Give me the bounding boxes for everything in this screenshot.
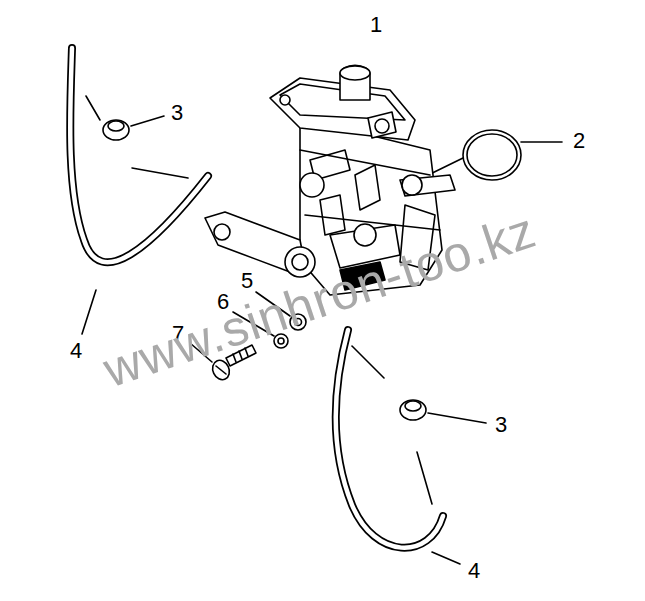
hose-inner: [336, 330, 443, 548]
callout-number: 4: [70, 340, 82, 362]
grommet: [400, 400, 426, 420]
leader-line: [432, 552, 460, 564]
assembly-line: [132, 168, 188, 178]
leader-line: [521, 141, 562, 143]
callout-number: 3: [495, 414, 507, 436]
assembly-line: [86, 96, 100, 120]
assembly-line: [352, 346, 384, 378]
o-ring: [463, 130, 521, 180]
leader-line: [428, 413, 486, 423]
leader-line: [131, 116, 164, 126]
assembly-line: [417, 452, 432, 504]
callout-number: 3: [171, 102, 183, 124]
hose-inner: [70, 48, 208, 262]
callout-number: 1: [370, 14, 382, 36]
callout-number: 4: [468, 560, 480, 582]
callout-number: 2: [573, 130, 585, 152]
leader-line: [82, 290, 96, 334]
hose: [336, 330, 443, 548]
grommet: [103, 120, 129, 140]
callout-number: 5: [241, 270, 253, 292]
hose: [70, 48, 208, 262]
